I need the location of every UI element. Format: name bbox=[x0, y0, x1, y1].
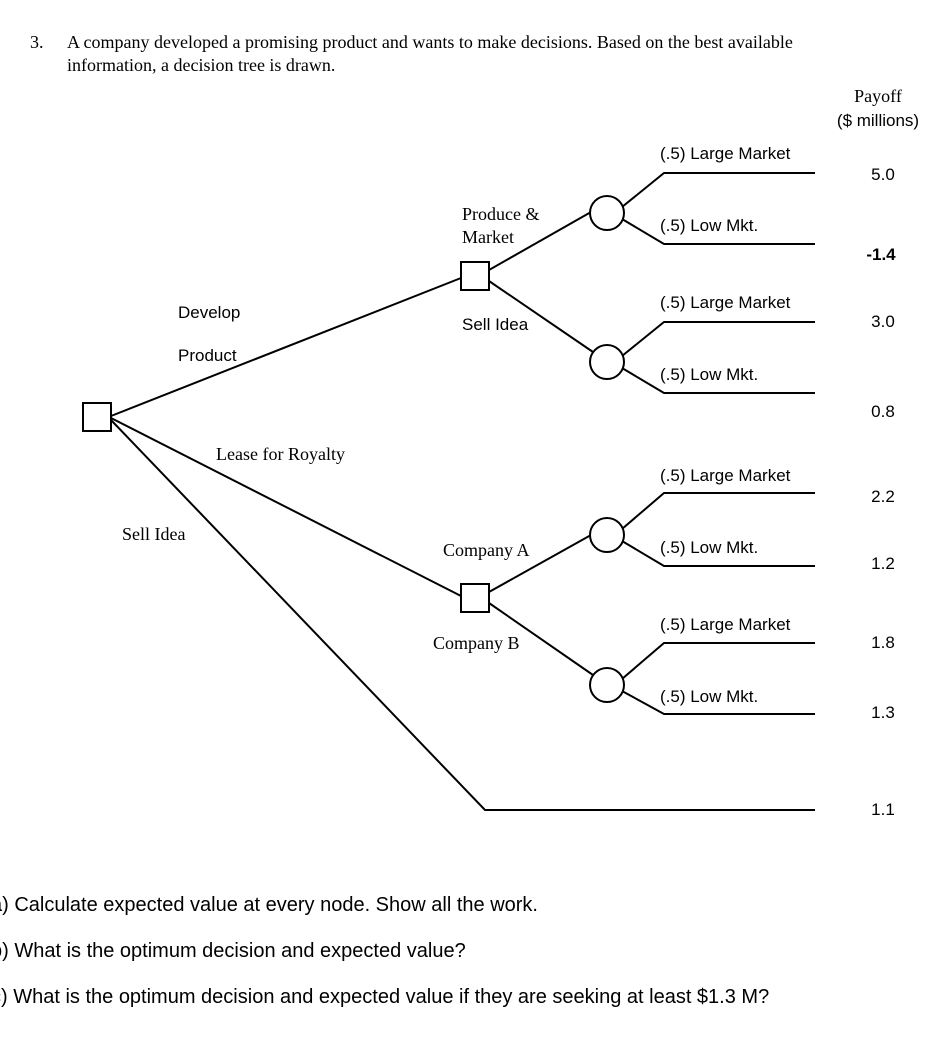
question-b: b) What is the optimum decision and expe… bbox=[0, 940, 466, 962]
outcome-label: (.5) Low Mkt. bbox=[660, 687, 758, 706]
payoff-header: Payoff bbox=[854, 86, 902, 106]
question-a: a) Calculate expected value at every nod… bbox=[0, 894, 538, 916]
outcome-line bbox=[621, 642, 815, 680]
problem-text-line2: information, a decision tree is drawn. bbox=[67, 55, 335, 75]
develop-decision-node bbox=[460, 261, 490, 291]
label-sell-idea-sub: Sell Idea bbox=[462, 315, 529, 334]
label-product: Product bbox=[178, 346, 237, 365]
tree-branches bbox=[110, 172, 815, 811]
label-lease: Lease for Royalty bbox=[216, 444, 345, 464]
lease-decision-node bbox=[460, 583, 490, 613]
problem-number: 3. bbox=[30, 32, 44, 52]
label-sell-idea-root: Sell Idea bbox=[122, 524, 185, 544]
payoff-value: 0.8 bbox=[871, 402, 895, 421]
outcome-line bbox=[621, 367, 815, 394]
outcome-label: (.5) Large Market bbox=[660, 466, 791, 485]
outcome-label: (.5) Large Market bbox=[660, 144, 791, 163]
branch-produce-market bbox=[488, 211, 592, 271]
branch-company-b bbox=[488, 602, 594, 676]
problem-text-line1: A company developed a promising product … bbox=[67, 32, 793, 52]
branch-sell-idea-sub bbox=[488, 280, 594, 353]
branch-lease-for-royalty bbox=[110, 417, 462, 597]
payoff-value: 1.8 bbox=[871, 633, 895, 652]
payoff-value: 1.3 bbox=[871, 703, 895, 722]
outcome-label: (.5) Large Market bbox=[660, 293, 791, 312]
outcome-line bbox=[621, 540, 815, 567]
outcome-line bbox=[621, 321, 815, 357]
outcome-label: (.5) Low Mkt. bbox=[660, 538, 758, 557]
chance-node-sell-idea bbox=[589, 344, 625, 380]
payoff-value: -1.4 bbox=[866, 245, 896, 264]
payoff-value: 3.0 bbox=[871, 312, 895, 331]
outcome-line bbox=[621, 492, 815, 530]
outcome-line bbox=[621, 218, 815, 245]
label-company-a: Company A bbox=[443, 540, 530, 560]
chance-node-company-b bbox=[589, 667, 625, 703]
branch-develop-product bbox=[110, 277, 462, 417]
branch-company-a bbox=[488, 534, 592, 593]
payoff-value: 1.1 bbox=[871, 800, 895, 819]
outcome-line bbox=[621, 690, 815, 715]
label-company-b: Company B bbox=[433, 633, 520, 653]
payoff-value: 2.2 bbox=[871, 487, 895, 506]
label-produce: Produce & bbox=[462, 204, 539, 224]
payoff-value: 1.2 bbox=[871, 554, 895, 573]
chance-node-produce bbox=[589, 195, 625, 231]
root-decision-node bbox=[82, 402, 112, 432]
question-c: c) What is the optimum decision and expe… bbox=[0, 986, 769, 1008]
outcome-label: (.5) Low Mkt. bbox=[660, 365, 758, 384]
chance-node-company-a bbox=[589, 517, 625, 553]
payoff-value: 5.0 bbox=[871, 165, 895, 184]
outcome-label: (.5) Low Mkt. bbox=[660, 216, 758, 235]
label-market: Market bbox=[462, 227, 514, 247]
outcome-label: (.5) Large Market bbox=[660, 615, 791, 634]
outcome-line bbox=[621, 172, 815, 208]
branch-sell-idea bbox=[110, 419, 815, 811]
label-develop: Develop bbox=[178, 303, 240, 322]
payoff-unit: ($ millions) bbox=[837, 111, 919, 130]
